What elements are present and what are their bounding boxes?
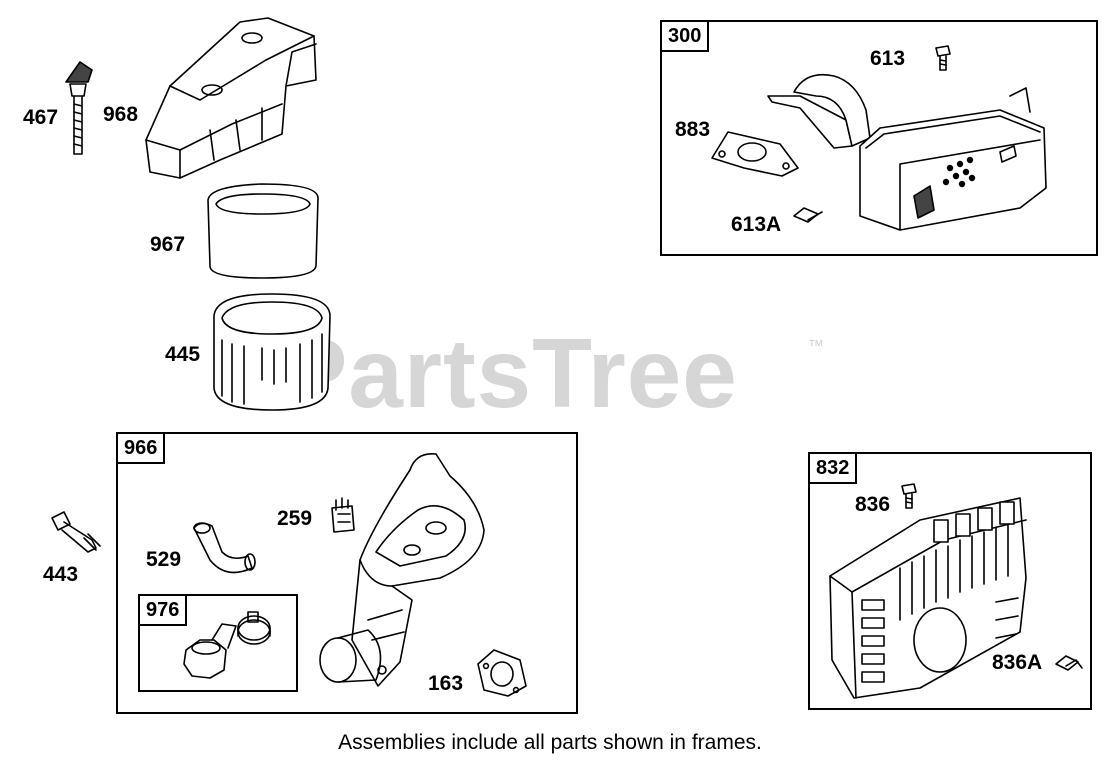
part-832-heat-shield-drawing (829, 497, 1027, 699)
part-label-529: 529 (146, 548, 182, 571)
frame-label-300: 300 (662, 22, 710, 52)
part-967-drawing (207, 183, 319, 279)
part-label-613a: 613A (731, 213, 782, 236)
part-836a-drawing (1055, 655, 1083, 671)
part-label-445: 445 (165, 343, 201, 366)
watermark-trademark: ™ (808, 338, 824, 355)
part-label-836: 836 (855, 493, 891, 516)
part-label-467: 467 (23, 106, 59, 129)
part-836-drawing (901, 483, 917, 509)
part-613-drawing (935, 45, 951, 71)
frame-832: 832 (808, 452, 1092, 710)
frame-300: 300 (660, 20, 1098, 256)
part-968-drawing (145, 17, 317, 179)
part-445-drawing (213, 293, 331, 411)
frame-966: 966 (116, 432, 578, 714)
part-label-613: 613 (870, 47, 906, 70)
part-163-drawing (477, 649, 527, 697)
part-883-drawing (711, 131, 799, 177)
part-label-163: 163 (428, 672, 464, 695)
part-300-muffler-drawing (767, 73, 1047, 231)
part-label-836a: 836A (992, 651, 1043, 674)
part-label-967: 967 (150, 233, 186, 256)
part-467-drawing (65, 61, 93, 155)
part-259-drawing (331, 497, 355, 533)
diagram-caption: Assemblies include all parts shown in fr… (338, 731, 762, 754)
part-label-259: 259 (277, 507, 313, 530)
frame-label-832: 832 (810, 454, 858, 484)
part-613a-drawing (793, 207, 823, 223)
part-label-443: 443 (43, 563, 79, 586)
frame-976: 976 (138, 594, 298, 692)
part-976-drawing (183, 611, 271, 679)
frame-label-966: 966 (118, 434, 166, 464)
frame-label-976: 976 (140, 596, 188, 626)
watermark: PartsTree (282, 318, 738, 428)
part-label-968: 968 (103, 103, 139, 126)
part-label-883: 883 (675, 118, 711, 141)
part-966-base-drawing (319, 453, 485, 687)
part-529-drawing (193, 522, 256, 574)
part-443-drawing (51, 511, 101, 553)
